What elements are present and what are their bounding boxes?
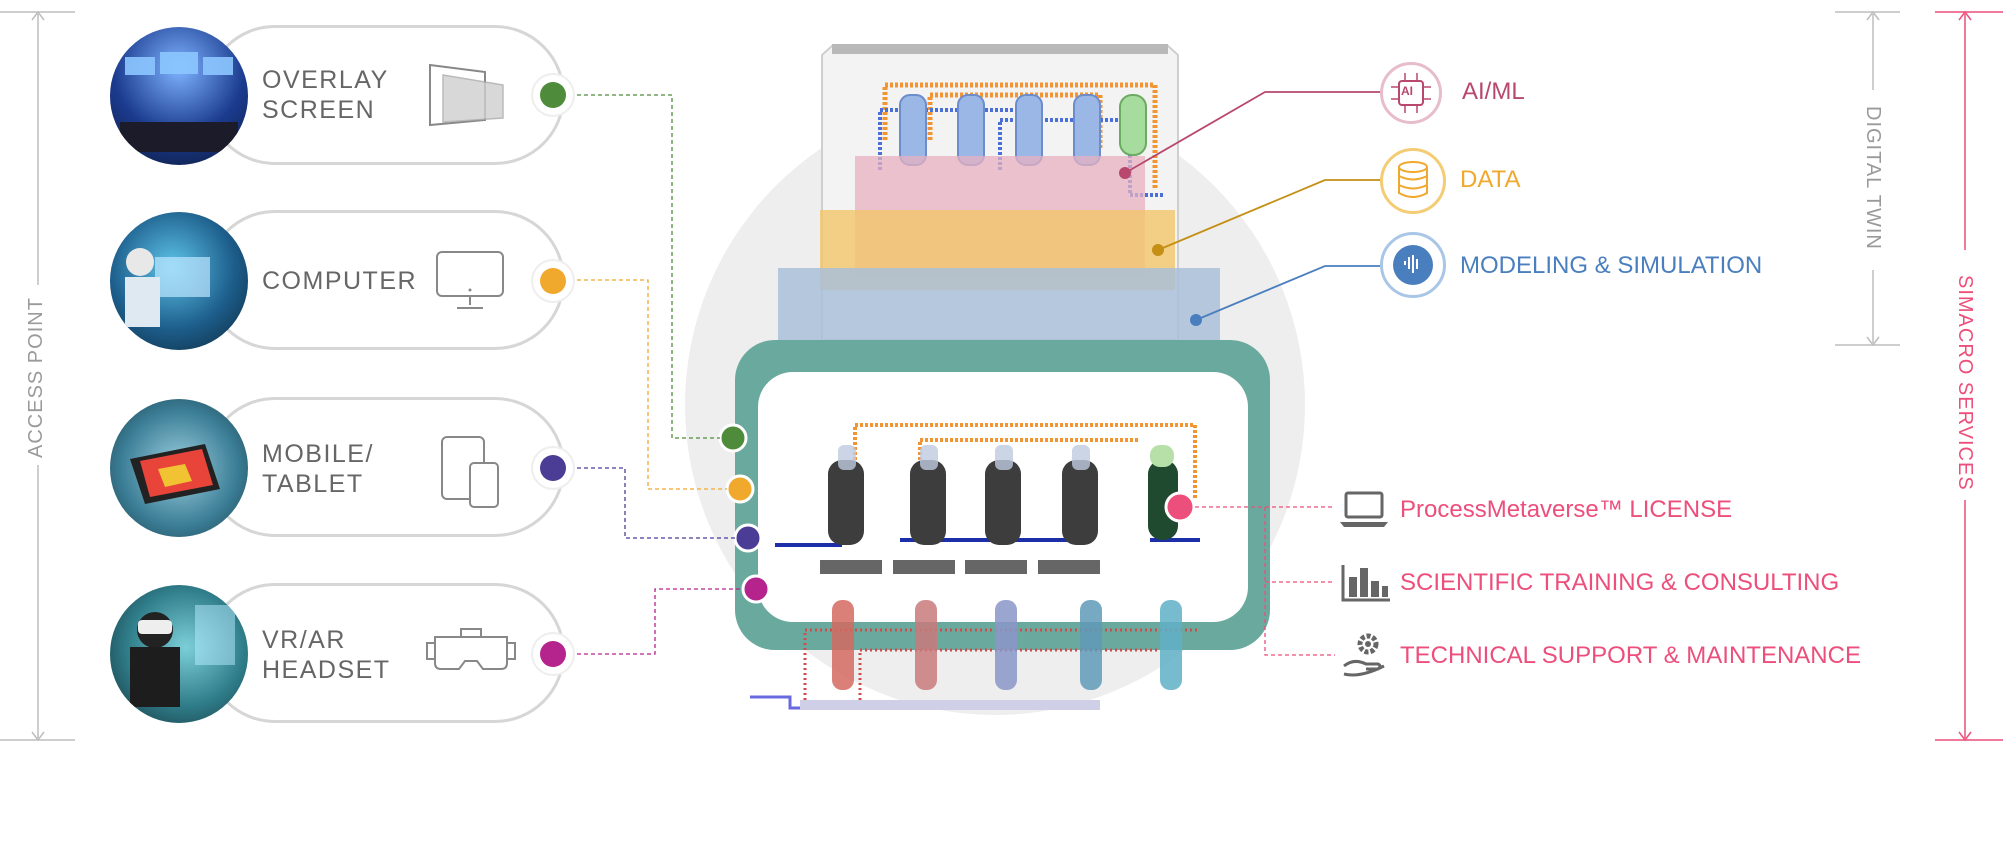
- access-label-line2: HEADSET: [262, 656, 391, 684]
- simacro-services-bracket: [1935, 10, 2003, 742]
- control-room-photo: [110, 27, 248, 165]
- access-label-line1: OVERLAY: [262, 66, 389, 94]
- tablet-user-photo: [110, 399, 248, 537]
- service-label-license: ProcessMetaverse™ LICENSE: [1400, 496, 1733, 523]
- layer-label-modeling: MODELING & SIMULATION: [1460, 252, 1763, 279]
- access-point-bracket: [0, 10, 75, 742]
- gear-hand-icon: [1343, 633, 1385, 677]
- vr-headset-icon: [426, 628, 516, 670]
- layer-label-ai-ml: AI/ML: [1462, 78, 1525, 105]
- access-connectors: [570, 94, 743, 655]
- simulation-icon: [1380, 232, 1446, 298]
- access-label-line1: MOBILE/: [262, 440, 374, 468]
- vr-user-photo: [110, 585, 248, 723]
- access-pill: [205, 210, 565, 350]
- layer-label-data: DATA: [1460, 166, 1521, 193]
- digital-twin-bracket: [1835, 10, 1900, 347]
- access-dot-vr: [540, 641, 566, 667]
- access-dot-mobile: [540, 455, 566, 481]
- ai-chip-icon: AI: [1380, 62, 1442, 124]
- database-icon: [1380, 148, 1446, 214]
- overlay-screen-icon: [429, 63, 504, 127]
- access-dot-overlay: [540, 82, 566, 108]
- process-plant: [775, 423, 1200, 574]
- bar-chart-icon: [1341, 565, 1390, 602]
- modeling-layer: [778, 268, 1220, 343]
- frame-dots: [718, 423, 1196, 604]
- access-dot-computer: [540, 268, 566, 294]
- ai-badge-text: AI: [1401, 84, 1413, 98]
- access-label-line2: TABLET: [262, 470, 364, 498]
- tablet-phone-icon: [441, 436, 499, 508]
- computer-user-photo: [110, 212, 248, 350]
- layer-connectors: [1124, 91, 1385, 321]
- access-pill: [205, 25, 565, 165]
- access-pill: [205, 397, 565, 537]
- access-label-line1: VR/AR: [262, 626, 346, 654]
- digital-twin-label: DIGITAL TWIN: [1862, 106, 1884, 250]
- service-connectors: [1195, 506, 1335, 656]
- service-label-support: TECHNICAL SUPPORT & MAINTENANCE: [1400, 642, 1861, 669]
- access-point-label: ACCESS POINT: [25, 297, 47, 458]
- access-label-line2: SCREEN: [262, 96, 376, 124]
- access-label-line1: COMPUTER: [262, 267, 418, 295]
- distillation-columns: [750, 600, 1200, 710]
- digital-twin-tower: [778, 44, 1220, 343]
- monitor-icon: [436, 251, 504, 309]
- laptop-icon: [1340, 491, 1388, 527]
- simacro-services-label: SIMACRO SERVICES: [1954, 275, 1976, 491]
- service-label-training: SCIENTIFIC TRAINING & CONSULTING: [1400, 569, 1840, 596]
